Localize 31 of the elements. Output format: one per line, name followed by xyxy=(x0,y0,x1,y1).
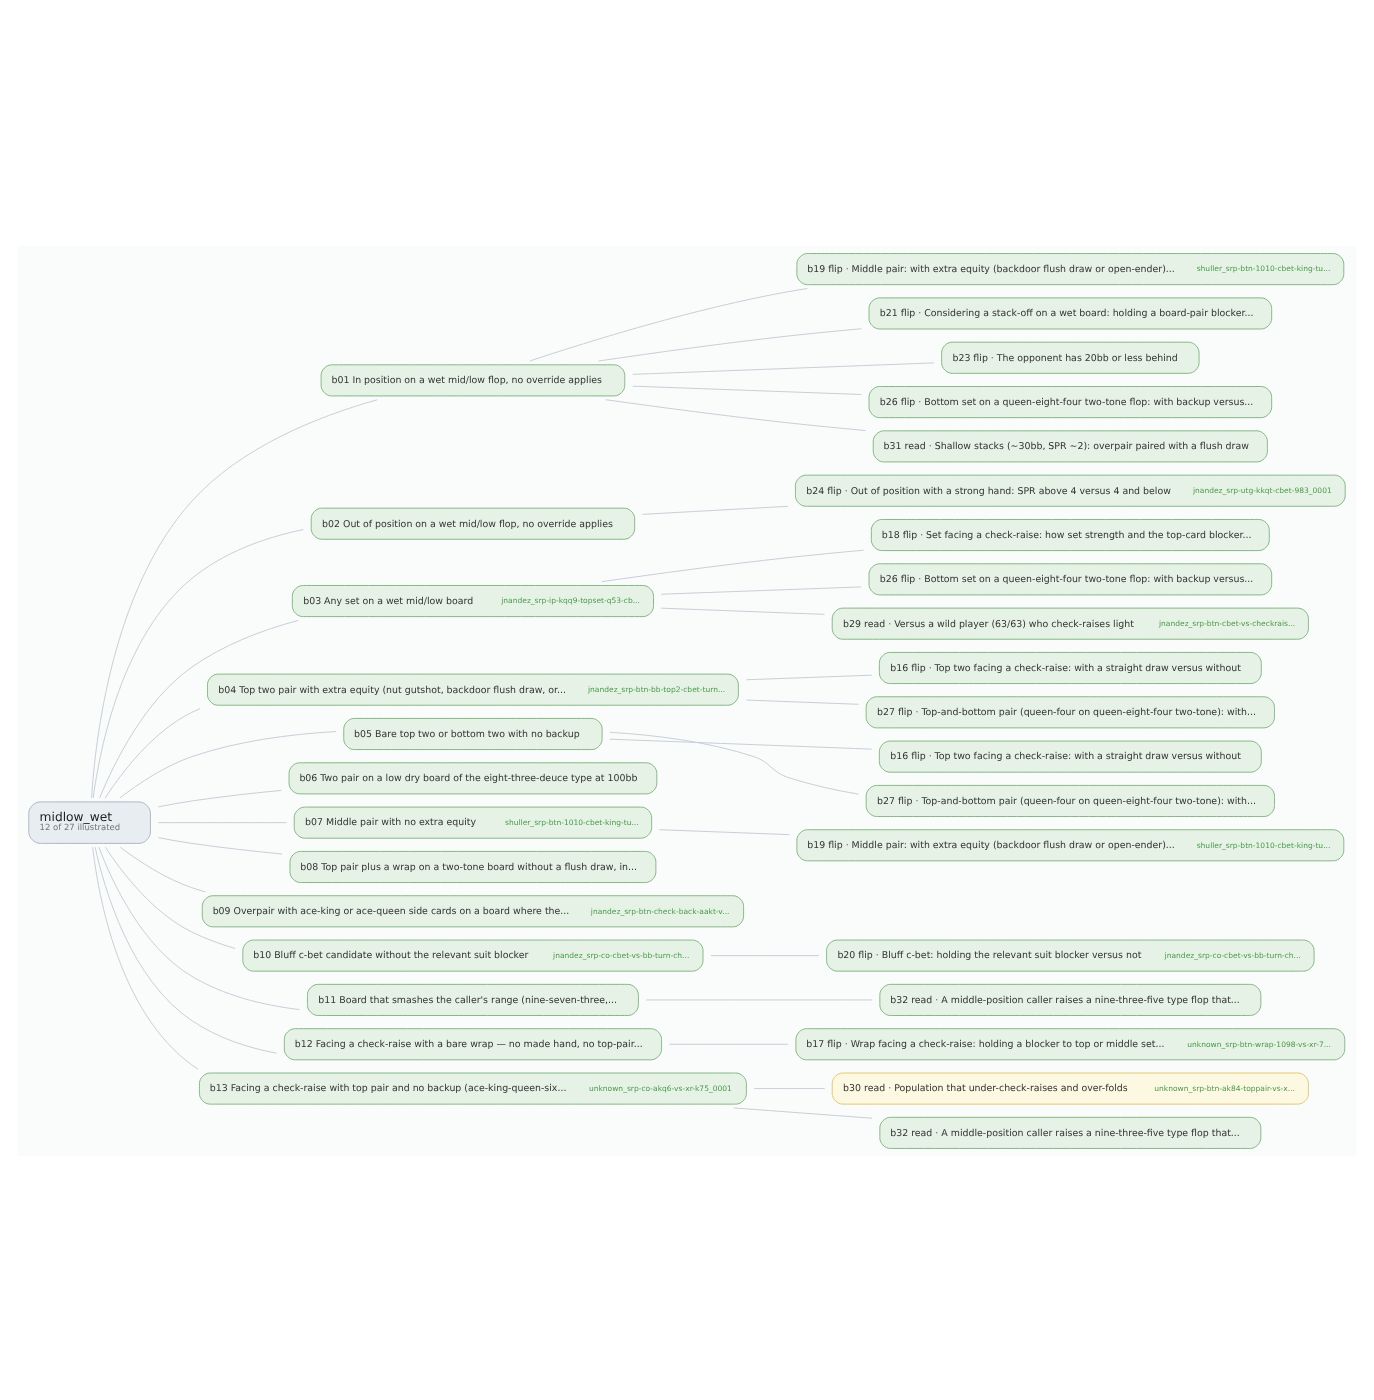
connector xyxy=(157,821,288,823)
connector xyxy=(632,384,862,394)
connector xyxy=(609,730,860,794)
connector xyxy=(601,548,865,582)
connector xyxy=(120,845,206,892)
connector xyxy=(733,1106,873,1118)
connector xyxy=(710,954,820,956)
connector xyxy=(157,836,283,854)
connector xyxy=(99,618,299,798)
connector xyxy=(745,673,873,680)
connector xyxy=(94,845,277,1053)
connector xyxy=(598,327,862,361)
connector xyxy=(529,287,808,361)
connector xyxy=(660,606,825,614)
connector xyxy=(157,788,282,807)
connector xyxy=(632,361,935,374)
connector xyxy=(92,845,199,1069)
connector xyxy=(92,528,304,798)
connector xyxy=(642,504,789,514)
connector xyxy=(605,398,867,431)
connector xyxy=(119,730,337,798)
connector xyxy=(745,698,860,704)
connector xyxy=(659,828,790,835)
connector xyxy=(91,398,378,798)
connector xyxy=(660,585,862,594)
connector xyxy=(668,1042,789,1044)
connector xyxy=(98,845,301,1010)
connector xyxy=(609,737,873,749)
connector xyxy=(104,845,236,948)
connector xyxy=(104,707,201,798)
connector xyxy=(753,1087,826,1089)
